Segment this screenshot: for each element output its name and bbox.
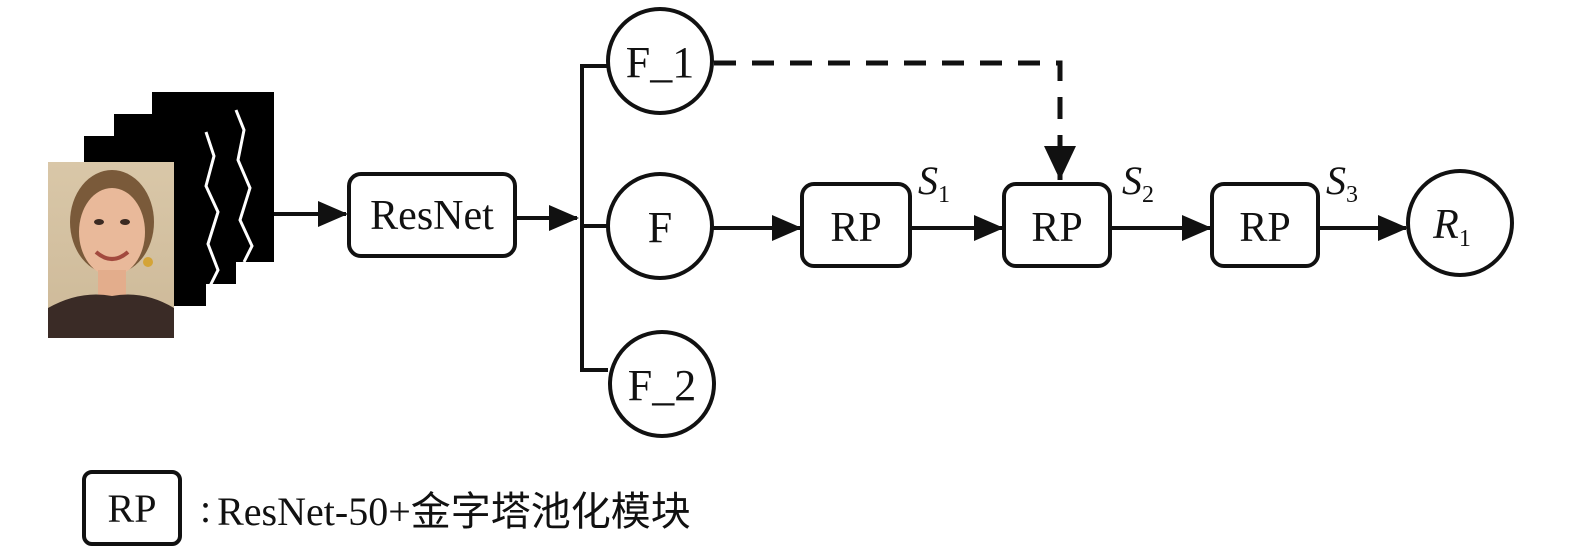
f-node: F xyxy=(606,172,714,280)
f1-node: F_1 xyxy=(606,7,714,115)
f2-label: F_2 xyxy=(628,361,696,410)
f-label: F xyxy=(648,203,672,252)
edge-label-s1: S1 xyxy=(918,158,950,208)
resnet-node: ResNet xyxy=(347,172,517,258)
rp3-node: RP xyxy=(1210,182,1320,268)
branch-bracket xyxy=(580,64,608,372)
edge-label-s2: S2 xyxy=(1122,158,1154,208)
legend-rp-box: RP xyxy=(82,470,182,546)
legend-description: ResNet-50+金字塔池化模块 xyxy=(217,489,691,534)
legend: RP : ResNet-50+金字塔池化模块 xyxy=(82,466,691,550)
input-face-image xyxy=(48,162,174,338)
f1-label: F_1 xyxy=(626,38,694,87)
legend-rp-label: RP xyxy=(107,485,157,531)
f2-node: F_2 xyxy=(608,330,716,438)
rp1-node: RP xyxy=(800,182,912,268)
dashed-arrowhead xyxy=(1044,146,1076,180)
rp2-node: RP xyxy=(1002,182,1112,268)
rp3-label: RP xyxy=(1239,205,1290,251)
r1-node: R1 xyxy=(1406,169,1514,277)
resnet-label: ResNet xyxy=(370,193,494,239)
edge-f1-to-rp2-dashed xyxy=(714,60,1063,180)
legend-separator: : xyxy=(200,485,212,531)
edge-label-s3: S3 xyxy=(1326,158,1358,208)
rp1-label: RP xyxy=(830,205,881,251)
rp2-label: RP xyxy=(1031,205,1082,251)
r1-label: R1 xyxy=(1432,202,1471,252)
